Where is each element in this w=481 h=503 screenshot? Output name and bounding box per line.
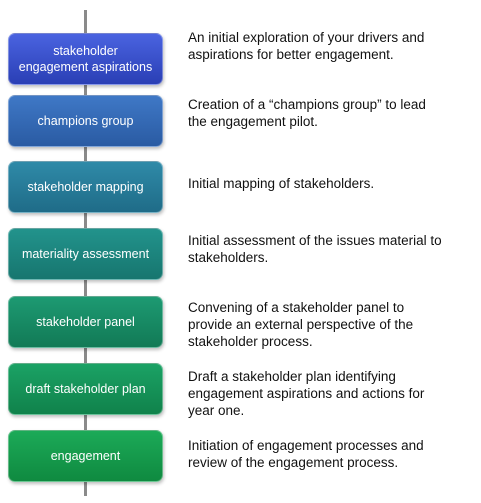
step-label: champions group xyxy=(37,114,134,128)
step-description: Draft a stakeholder plan identifying eng… xyxy=(188,369,425,418)
step-description: Initiation of engagement processes and r… xyxy=(188,438,424,470)
step-label: engagement xyxy=(50,449,121,463)
step-description: Convening of a stakeholder panel to prov… xyxy=(188,300,414,349)
step-description: Initial assessment of the issues materia… xyxy=(188,233,442,265)
step-label: draft stakeholder plan xyxy=(25,382,146,396)
step-box-stakeholder-panel: stakeholder panel xyxy=(8,296,163,348)
step-label: stakeholder panel xyxy=(36,315,135,329)
step-label: materiality assessment xyxy=(21,247,150,261)
step-description: An initial exploration of your drivers a… xyxy=(188,30,425,62)
step-box-champions-group: champions group xyxy=(8,95,163,147)
step-box-engagement: engagement xyxy=(8,430,163,482)
step-box-stakeholder-mapping: stakeholder mapping xyxy=(8,161,163,213)
step-box-materiality-assessment: materiality assessment xyxy=(8,228,163,280)
step-box-draft-stakeholder-plan: draft stakeholder plan xyxy=(8,363,163,415)
step-description: Creation of a “champions group” to lead … xyxy=(188,97,426,129)
step-description: Initial mapping of stakeholders. xyxy=(188,176,375,191)
step-label: stakeholder engagement aspirations xyxy=(18,44,153,74)
step-label: stakeholder mapping xyxy=(27,180,144,194)
step-box-stakeholder-engagement-aspirations: stakeholder engagement aspirations xyxy=(8,33,163,85)
